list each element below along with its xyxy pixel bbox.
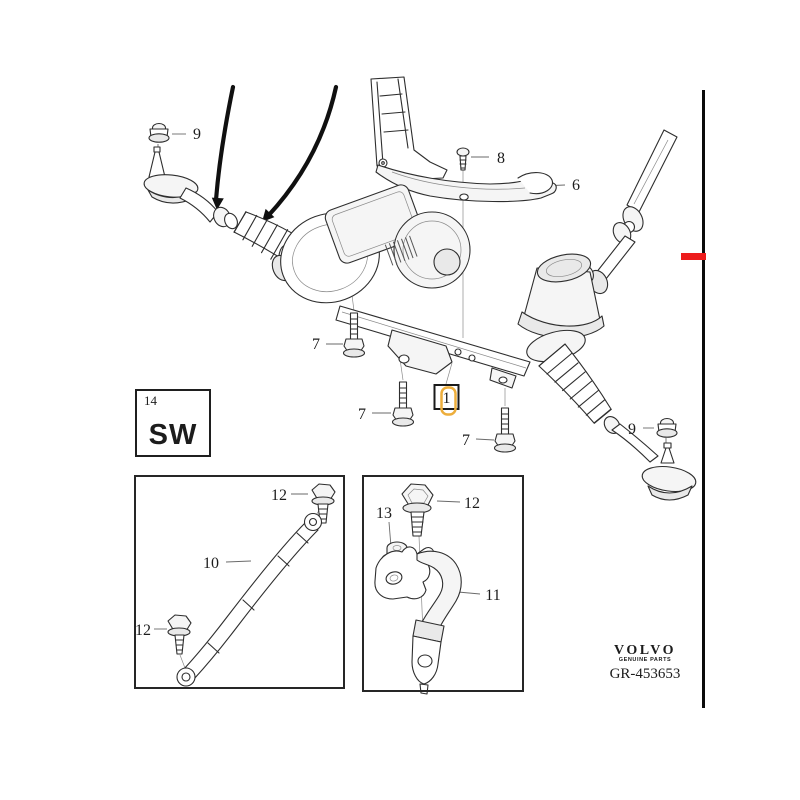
callout-1: 1 <box>443 390 451 407</box>
drawing-number: GR-453653 <box>609 666 681 682</box>
orange-highlight-outline <box>440 386 457 416</box>
callout-13: 13 <box>376 505 392 522</box>
callout-9-left: 9 <box>193 126 201 143</box>
inset-frame-bracket <box>362 475 524 692</box>
callout-6: 6 <box>572 177 580 194</box>
callout-12-bottom: 12 <box>135 622 151 639</box>
shield-screw-part <box>456 147 470 171</box>
right-tie-rod-end <box>603 416 697 501</box>
steering-column-shaft <box>578 129 678 295</box>
callout-7-left: 7 <box>312 336 320 353</box>
callout-7-right: 7 <box>462 432 470 449</box>
right-bellows-boot <box>538 343 612 424</box>
callout-9-right: 9 <box>628 421 636 438</box>
part-1-highlight-box: 1 <box>433 384 460 416</box>
inset-bracket-drawing <box>374 483 462 695</box>
heat-shield-part <box>370 76 557 203</box>
volvo-genuine-parts-text: GENUINE PARTS <box>618 657 672 663</box>
sw-box-number: 14 <box>144 393 157 408</box>
callout-labels: 9 8 6 7 7 7 9 12 10 12 13 12 11 <box>135 126 636 639</box>
bolt-7-left <box>342 312 366 358</box>
callout-11: 11 <box>485 587 500 604</box>
callout-12-bracket: 12 <box>464 495 480 512</box>
inset-brace-drawing <box>167 483 336 687</box>
pointer-arrows <box>211 84 339 222</box>
inset-frame-brace <box>134 475 345 689</box>
left-tie-rod-end <box>143 122 238 230</box>
steering-gear-motor-unit <box>271 184 471 304</box>
bolt-7-middle <box>391 381 415 427</box>
red-position-marker <box>681 253 706 260</box>
mount-bolts-7 <box>342 312 517 453</box>
sw-box-code: SW <box>148 419 198 451</box>
sw-reference-box: 14 SW <box>135 389 211 457</box>
callout-10: 10 <box>203 555 219 572</box>
callout-12-top: 12 <box>271 487 287 504</box>
page-vertical-rule <box>702 90 705 708</box>
pinion-housing <box>517 253 605 363</box>
volvo-logo-text: VOLVO <box>614 643 676 658</box>
rack-housing-tube <box>335 305 531 389</box>
bolt-7-right <box>493 407 517 453</box>
callout-7-middle: 7 <box>358 406 366 423</box>
callout-8: 8 <box>497 150 505 167</box>
volvo-footer: VOLVO GENUINE PARTS GR-453653 <box>604 644 686 682</box>
